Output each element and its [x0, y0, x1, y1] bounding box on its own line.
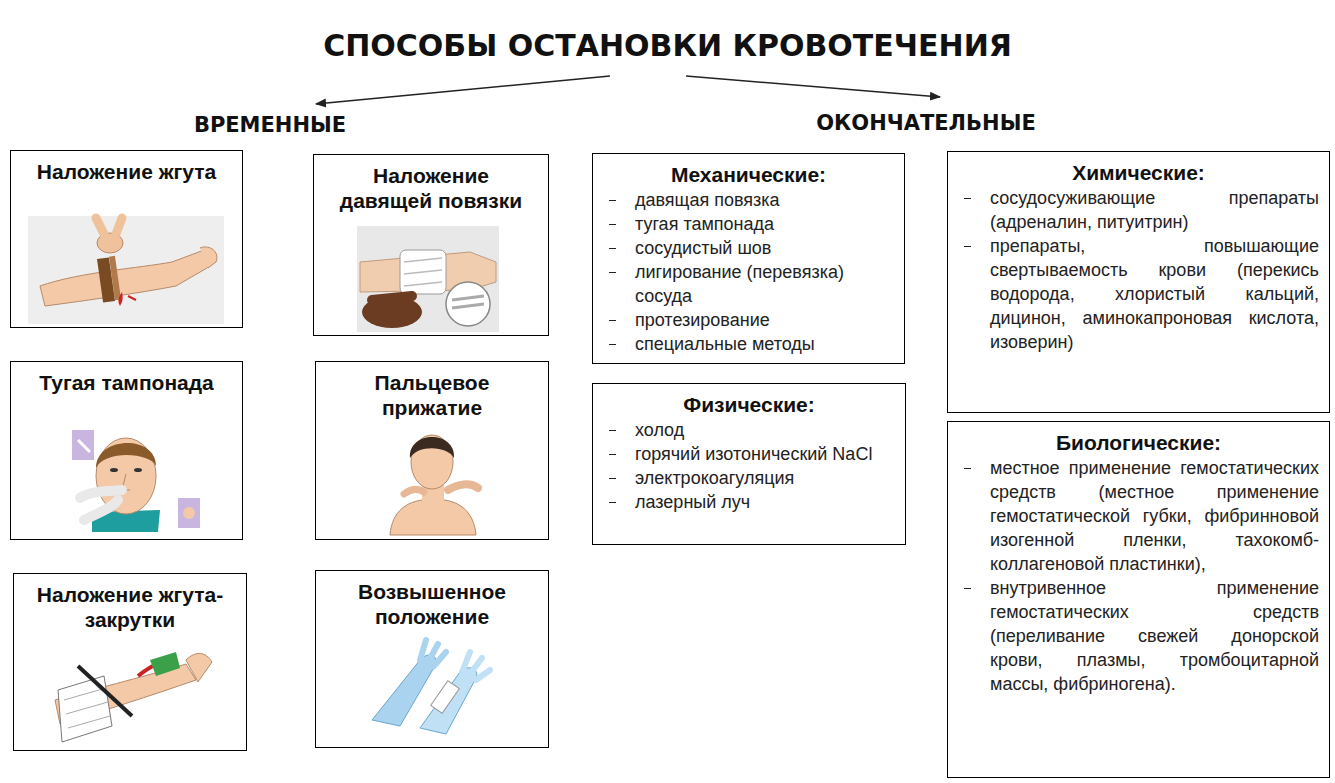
- list-item: холод: [603, 418, 895, 442]
- list-dash: [609, 454, 616, 455]
- list-item: препараты, повышающие свертываемость кро…: [958, 234, 1319, 354]
- finger-pressure-picture: [390, 435, 478, 535]
- category-heading: ВРЕМЕННЫЕ: [120, 111, 420, 139]
- method-box: Возвышенное положение: [315, 570, 549, 748]
- branch-arrows: [316, 76, 940, 104]
- method-box: Наложение давящей повязки: [313, 154, 549, 336]
- list-item-text: препараты, повышающие свертываемость кро…: [990, 236, 1319, 352]
- method-list-box: Биологические: местное применение гемоста…: [947, 421, 1330, 778]
- method-box: Наложение жгута: [10, 150, 243, 328]
- tourniquet-picture: [28, 216, 224, 324]
- tamponade-picture: [72, 430, 200, 532]
- box-heading: Пальцевое прижатие: [326, 370, 538, 420]
- list-item: давящая повязка: [603, 188, 894, 212]
- list-item-text: тугая тампонада: [635, 214, 774, 234]
- list-item-text: протезирование: [635, 310, 770, 330]
- list-item: лазерный луч: [603, 490, 895, 514]
- list-item-text: лигирование (перевязка) сосуда: [635, 262, 844, 306]
- list-item: протезирование: [603, 308, 894, 332]
- diagram-title: СПОСОБЫ ОСТАНОВКИ КРОВОТЕЧЕНИЯ: [0, 28, 1335, 64]
- method-list-box: Химические: сосудосуживающие препараты (а…: [947, 151, 1330, 413]
- method-box: Наложение жгута-закрутки: [13, 573, 247, 751]
- bandage-picture: [357, 226, 499, 332]
- list-dash: [609, 272, 616, 273]
- list-item-text: сосудистый шов: [635, 238, 771, 258]
- list-item: электрокоагуляция: [603, 466, 895, 490]
- list-item: сосудистый шов: [603, 236, 894, 260]
- list-dash: [964, 468, 971, 469]
- list-item-text: горячий изотонический NaCl: [635, 444, 872, 464]
- list-dash: [964, 198, 971, 199]
- list-item-text: специальные методы: [635, 334, 815, 354]
- method-box: Пальцевое прижатие: [315, 361, 549, 540]
- box-heading: Наложение жгута: [21, 159, 232, 184]
- box-heading: Физические:: [603, 392, 895, 417]
- list-dash: [609, 200, 616, 201]
- list-dash: [609, 344, 616, 345]
- list-dash: [609, 430, 616, 431]
- elevation-picture: [372, 640, 490, 734]
- box-heading: Химические:: [958, 160, 1319, 185]
- list-dash: [609, 502, 616, 503]
- list-item: тугая тампонада: [603, 212, 894, 236]
- list-dash: [964, 246, 971, 247]
- category-heading: ОКОНЧАТЕЛЬНЫЕ: [776, 109, 1076, 137]
- list-dash: [609, 320, 616, 321]
- box-heading: Наложение жгута-закрутки: [24, 582, 236, 632]
- box-heading: Биологические:: [958, 430, 1319, 455]
- method-list-box: Физические: холод горячий изотонический Na…: [592, 383, 906, 545]
- box-heading: Тугая тампонада: [21, 370, 232, 395]
- list-item-text: местное применение гемостатических средс…: [990, 458, 1319, 574]
- list-item-text: сосудосуживающие препараты (адреналин, п…: [990, 188, 1319, 232]
- list-item: внутривенное применение гемостатических …: [958, 576, 1319, 696]
- list-dash: [964, 588, 971, 589]
- list-item: местное применение гемостатических средс…: [958, 456, 1319, 576]
- list-item-text: внутривенное применение гемостатических …: [990, 578, 1319, 694]
- list-dash: [609, 478, 616, 479]
- list-item: лигирование (перевязка) сосуда: [603, 260, 894, 308]
- list-item-text: давящая повязка: [635, 190, 780, 210]
- method-box: Тугая тампонада: [10, 361, 243, 540]
- box-heading: Наложение давящей повязки: [324, 163, 538, 213]
- twist-tourniquet-picture: [55, 652, 212, 742]
- list-item: сосудосуживающие препараты (адреналин, п…: [958, 186, 1319, 234]
- list-item-text: лазерный луч: [635, 492, 750, 512]
- list-item: специальные методы: [603, 332, 894, 356]
- method-list-box: Механические: давящая повязка тугая тампон…: [592, 153, 905, 364]
- list-dash: [609, 224, 616, 225]
- list-dash: [609, 248, 616, 249]
- box-heading: Механические:: [603, 162, 894, 187]
- list-item: горячий изотонический NaCl: [603, 442, 895, 466]
- list-item-text: холод: [635, 420, 684, 440]
- box-heading: Возвышенное положение: [326, 579, 538, 629]
- list-item-text: электрокоагуляция: [635, 468, 794, 488]
